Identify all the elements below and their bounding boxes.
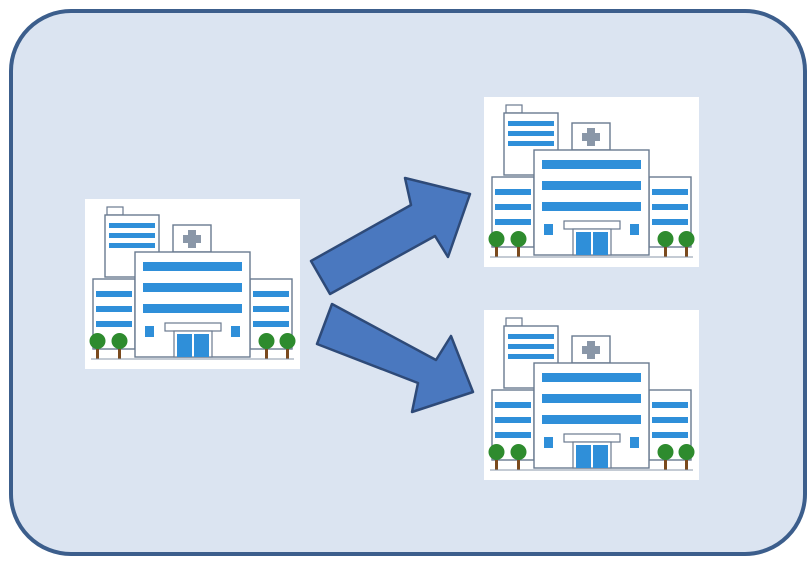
- arrow-icon: [315, 302, 475, 414]
- target-hospital-bottom: [484, 310, 699, 480]
- arrow-icon: [309, 176, 472, 296]
- target-hospital-top: [484, 97, 699, 267]
- source-hospital: [85, 199, 300, 369]
